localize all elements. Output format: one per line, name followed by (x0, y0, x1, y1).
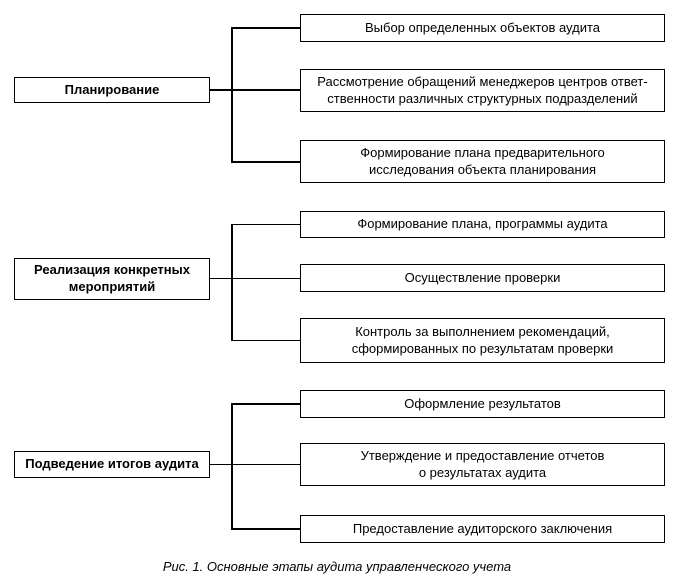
connector-line (210, 463, 300, 466)
stage-box-planning: Планирование (14, 77, 210, 103)
connector-line (231, 528, 300, 530)
connector-line (231, 223, 300, 226)
step-box: Оформление результатов (300, 390, 665, 418)
stage-box-implementation: Реализация конкретных мероприятий (14, 258, 210, 300)
figure-caption: Рис. 1. Основные этапы аудита управленче… (162, 559, 512, 574)
step-box: Предоставление аудиторского заключения (300, 515, 665, 543)
step-box: Выбор определенных объектов аудита (300, 14, 665, 42)
step-box: Контроль за выполнением рекомендаций, сф… (300, 318, 665, 363)
stage-box-summary: Подведение итогов аудита (14, 451, 210, 478)
connector-line (231, 27, 300, 29)
step-box: Осуществление проверки (300, 264, 665, 292)
connector-line (231, 403, 300, 405)
connector-line (210, 89, 300, 91)
connector-trunk-line (231, 223, 233, 342)
connector-trunk-line (231, 403, 233, 530)
connector-line (231, 339, 300, 342)
step-box: Формирование плана, программы аудита (300, 211, 665, 238)
connector-line (231, 161, 300, 163)
step-box: Утверждение и предоставление отчетов о р… (300, 443, 665, 486)
step-box: Формирование плана предварительного иссл… (300, 140, 665, 183)
step-box: Рассмотрение обращений менеджеров центро… (300, 69, 665, 112)
connector-line (210, 277, 300, 280)
connector-trunk-line (231, 27, 233, 163)
